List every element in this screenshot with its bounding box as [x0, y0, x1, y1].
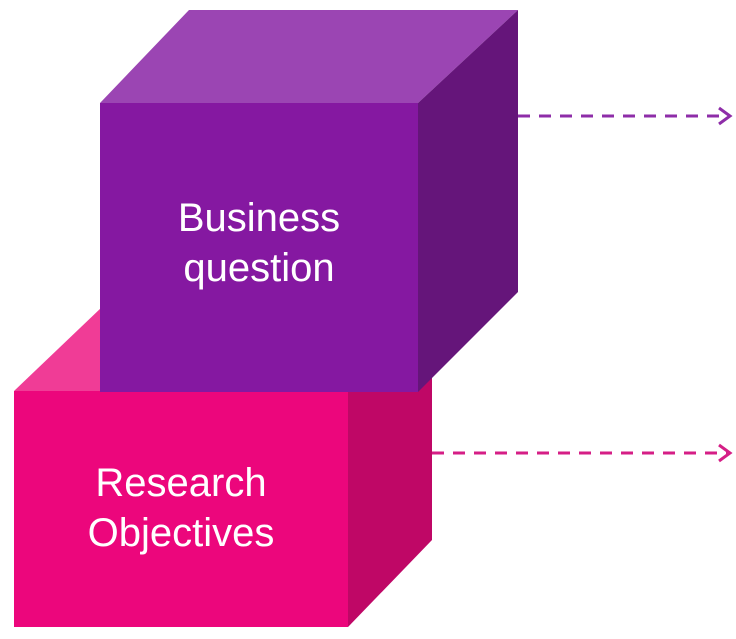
research-arrow-head: [718, 443, 733, 463]
research-objectives-line1: Research: [95, 461, 267, 505]
business-cube-side: [418, 10, 518, 392]
business-cube-top: [100, 10, 518, 103]
business-question-line1: Business: [177, 196, 341, 240]
research-objectives-label: Research Objectives: [14, 458, 348, 558]
business-arrow-head: [718, 106, 733, 126]
business-cube: [100, 10, 518, 392]
business-cube-front: [100, 103, 418, 392]
business-question-line2: question: [183, 246, 335, 290]
business-question-label: Business question: [100, 193, 418, 293]
business-arrow: [518, 106, 733, 126]
research-arrow: [432, 443, 733, 463]
research-objectives-line2: Objectives: [87, 511, 275, 555]
research-cube-front: [14, 391, 348, 627]
